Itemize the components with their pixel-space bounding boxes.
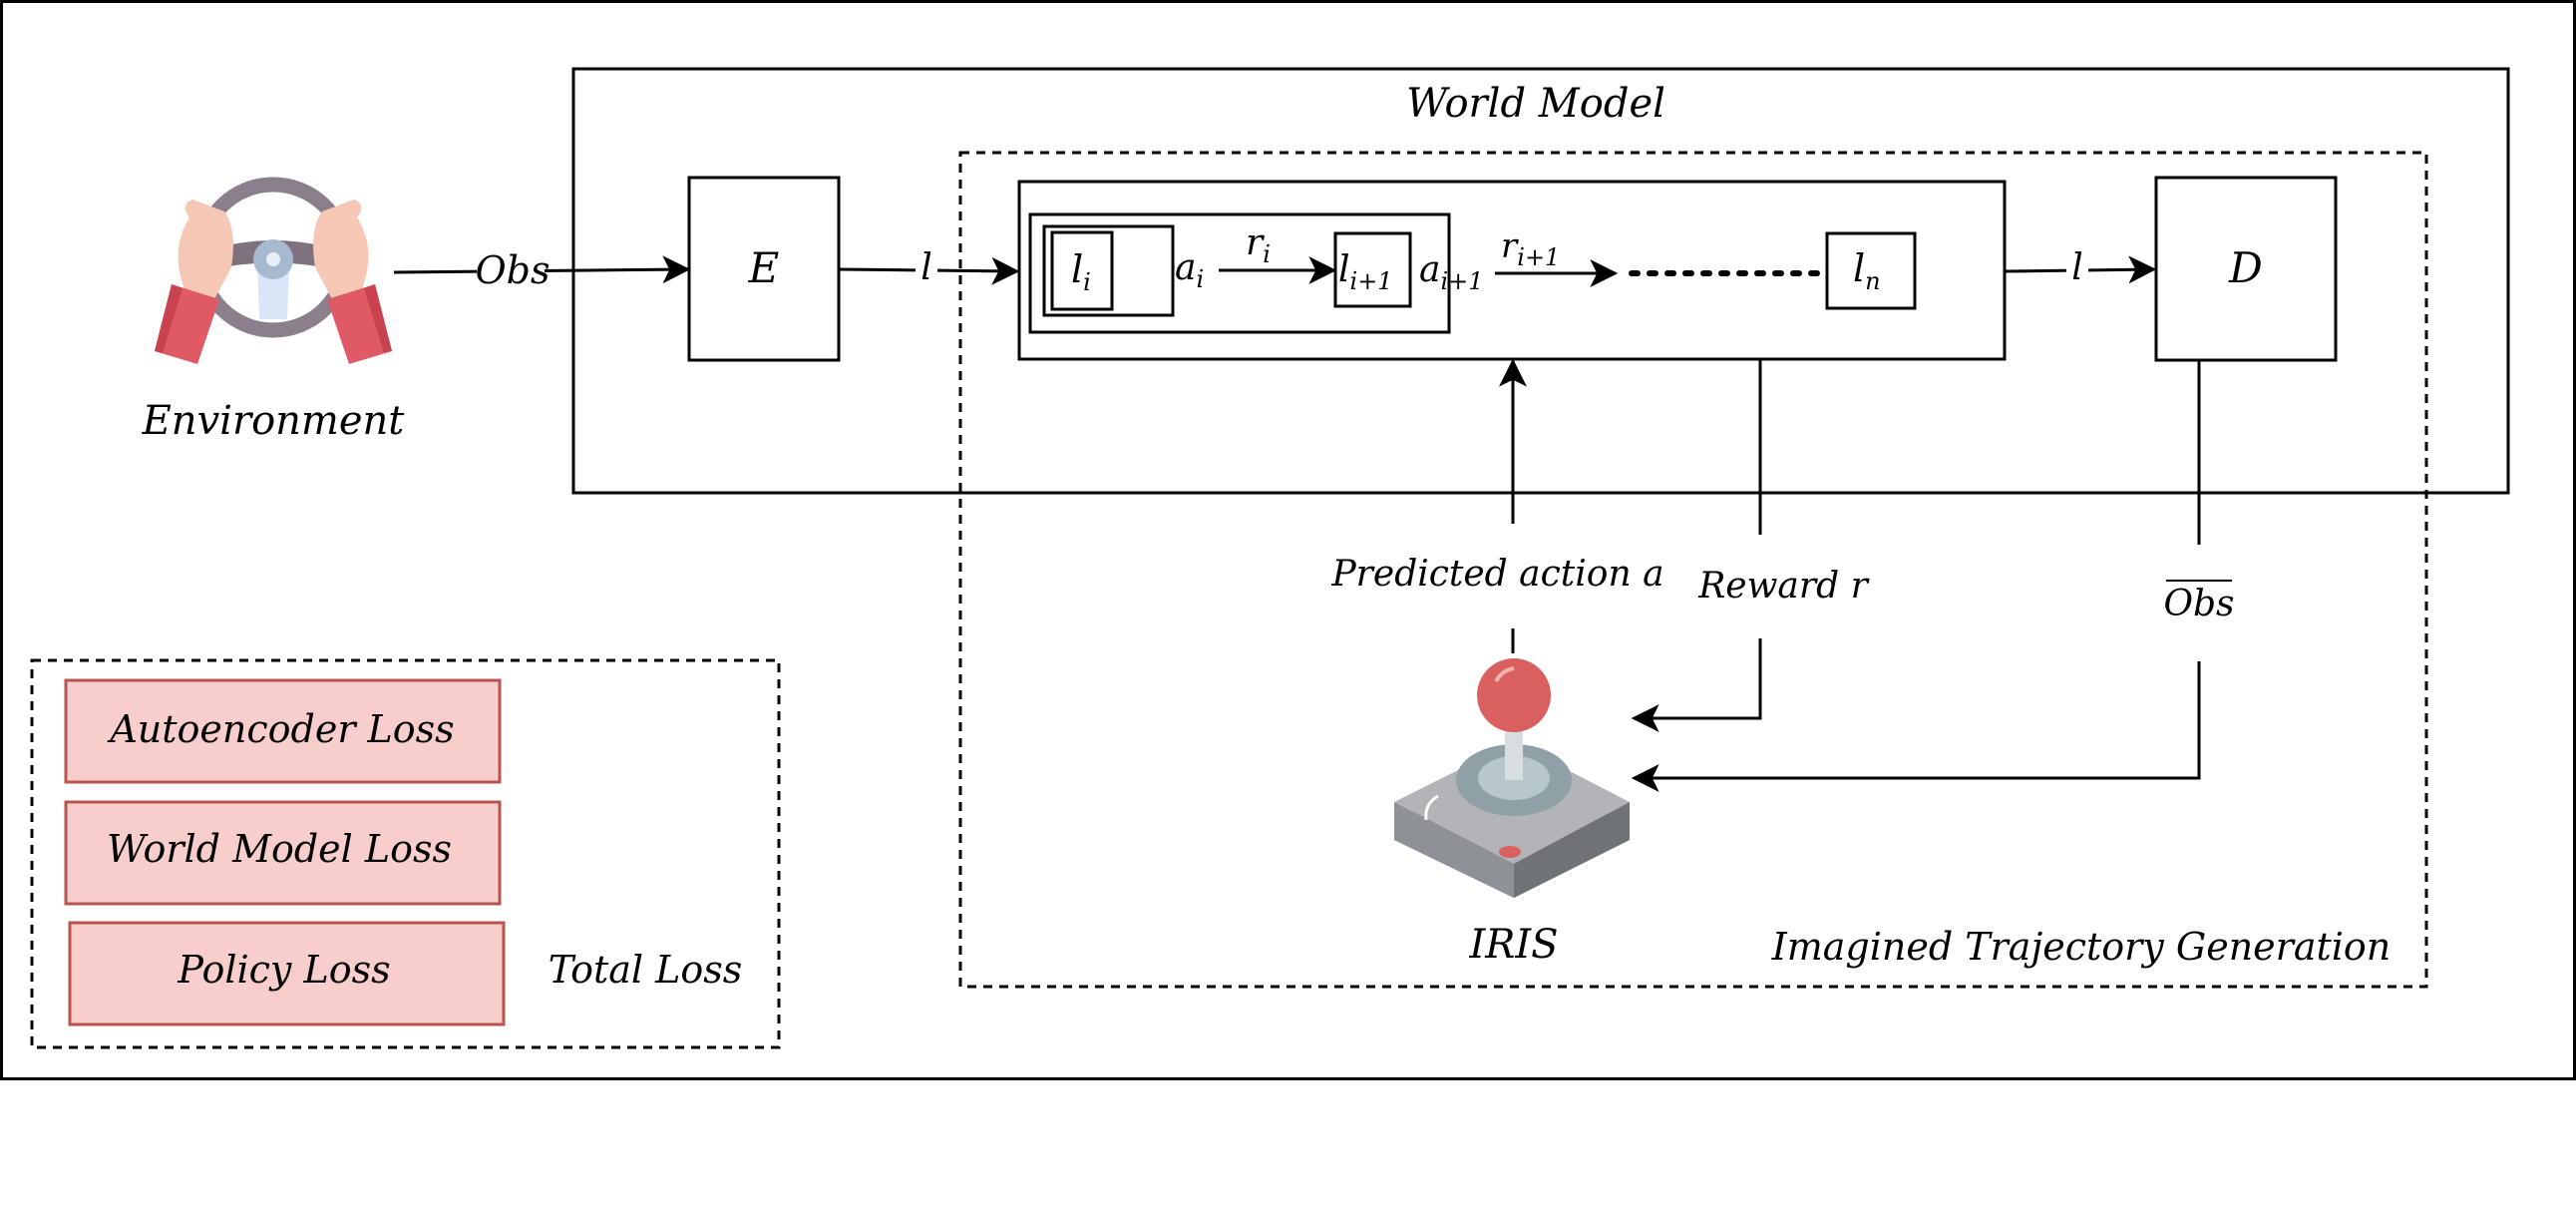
li-label: li <box>1071 247 1091 296</box>
loss-panel <box>30 658 781 1049</box>
encoder-label: E <box>748 243 780 292</box>
joystick-icon <box>1394 658 1630 898</box>
obs-label-bg <box>477 249 545 289</box>
world-model-box <box>571 67 2510 495</box>
token-pair-box <box>1042 224 1175 317</box>
ln-label: ln <box>1853 246 1881 295</box>
li-frame <box>1050 230 1114 311</box>
obs-hat-arrow <box>1631 661 2201 792</box>
latent-label-encoder: l <box>920 247 932 288</box>
policy-loss-label: Policy Loss <box>177 948 390 992</box>
world-model-loss-box <box>64 800 502 906</box>
imagined-trajectory-title: Imagined Trajectory Generation <box>1771 925 2392 969</box>
obs-label: Obs <box>476 248 551 292</box>
outer-frame <box>0 0 2576 1080</box>
ln-frame <box>1825 231 1917 310</box>
ri1-label: ri+1 <box>1501 226 1560 271</box>
iris-label: IRIS <box>1468 922 1558 968</box>
ai1-label: ai+1 <box>1419 249 1484 295</box>
autoencoder-loss-label: Autoencoder Loss <box>107 707 454 751</box>
world-model-title: World Model <box>1406 81 1665 127</box>
obs-hat-label: Obs <box>2163 584 2234 624</box>
latent-label-bg-2 <box>2066 249 2088 287</box>
latent-label-bg-1 <box>916 249 937 287</box>
li1-label: li+1 <box>1338 249 1393 295</box>
environment-label: Environment <box>142 398 406 444</box>
predicted-action-label: Predicted action a <box>1330 554 1663 595</box>
sequence-inner-box <box>1028 212 1451 334</box>
latent-label-decoder: l <box>2071 247 2083 288</box>
decoder-label: D <box>2228 243 2263 292</box>
decoder-box <box>2154 176 2338 362</box>
total-loss-label: Total Loss <box>549 948 743 992</box>
world-model-loss-label: World Model Loss <box>107 827 452 871</box>
ai-label: ai <box>1175 247 1204 293</box>
reward-arrow <box>1631 638 1762 732</box>
policy-loss-box <box>68 921 506 1026</box>
autoencoder-loss-box <box>64 678 502 784</box>
ri-label: ri <box>1246 222 1271 268</box>
imagined-trajectory-box <box>958 151 2428 989</box>
reward-label: Reward r <box>1697 566 1869 607</box>
li1-frame <box>1333 231 1412 308</box>
steering-wheel-icon <box>155 177 392 364</box>
encoder-box <box>687 176 841 362</box>
